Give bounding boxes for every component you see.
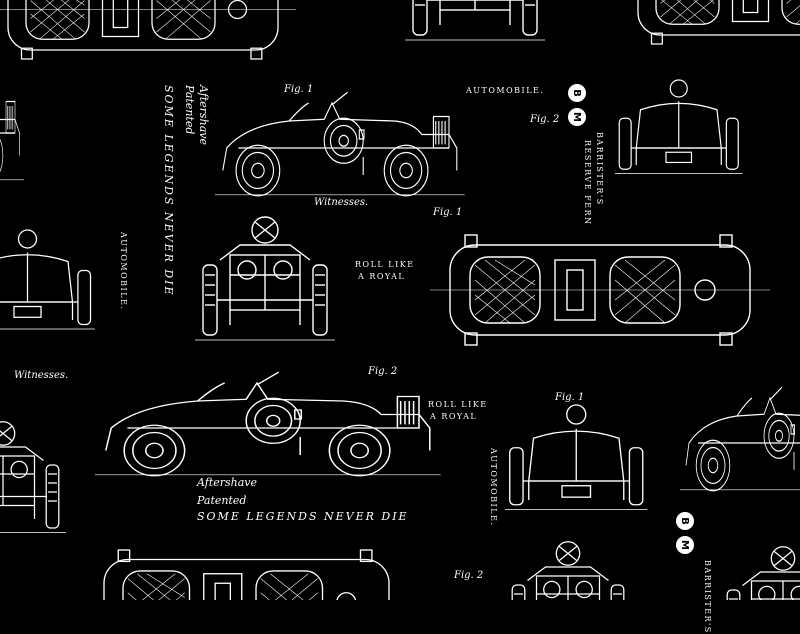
automobile-top-view-icon (84, 549, 409, 600)
patented-label: Patented (183, 85, 196, 135)
fig-1-label: Fig. 1 (555, 392, 585, 403)
monogram-m-badge: M (568, 108, 586, 126)
automobile-side-view-icon (94, 371, 442, 477)
monogram-b-badge: B (568, 84, 586, 102)
witnesses-label: Witnesses. (14, 370, 69, 381)
automobile-top-view-icon (619, 0, 800, 45)
automobile-heading: AUTOMOBILE. (466, 86, 545, 95)
slogan-vertical: SOME LEGENDS NEVER DIE (162, 85, 175, 297)
monogram-b-badge: B (676, 512, 694, 530)
roll-like-label: ROLL LIKE (428, 400, 488, 409)
patented-label: Patented (197, 494, 247, 507)
automobile-side-view-icon (214, 91, 466, 197)
automobile-front-view-icon (0, 421, 67, 534)
automobile-side-view-icon (679, 386, 800, 492)
witnesses-label: Witnesses. (314, 197, 369, 208)
automobile-front-view-icon (719, 546, 800, 600)
fig-1-label: Fig. 1 (284, 84, 314, 95)
automobile-front-view-icon (194, 216, 336, 341)
fig-1-label: Fig. 1 (433, 207, 463, 218)
roll-like-label: ROLL LIKE (355, 260, 415, 269)
automobile-front-view-icon (504, 541, 632, 600)
reserve-fern-label: RESERVE FERN (583, 140, 592, 226)
automobile-rear-view-icon (504, 404, 649, 511)
fig-2-label: Fig. 2 (454, 570, 484, 581)
fig-2-label: Fig. 2 (530, 114, 560, 125)
a-royal-label: A ROYAL (430, 412, 478, 421)
barristers-label: BARRISTER'S (595, 132, 604, 206)
automobile-heading-vertical: AUTOMOBILE. (119, 232, 128, 311)
automobile-top-view-icon (429, 234, 771, 346)
barristers-label: BARRISTER'S (703, 560, 712, 634)
automobile-heading-vertical: AUTOMOBILE. (489, 448, 498, 527)
aftershave-label: Aftershave (197, 476, 258, 489)
automobile-rear-view-icon (0, 229, 96, 330)
a-royal-label: A ROYAL (358, 272, 406, 281)
automobile-rear-view-icon (614, 79, 744, 175)
fig-2-label: Fig. 2 (368, 366, 398, 377)
automobile-top-view-icon (0, 76, 25, 182)
aftershave-label: Aftershave (197, 85, 210, 146)
monogram-m-badge: M (676, 536, 694, 554)
slogan: SOME LEGENDS NEVER DIE (197, 510, 409, 523)
automobile-top-view-icon (0, 0, 297, 60)
automobile-front-view-icon (404, 0, 546, 41)
